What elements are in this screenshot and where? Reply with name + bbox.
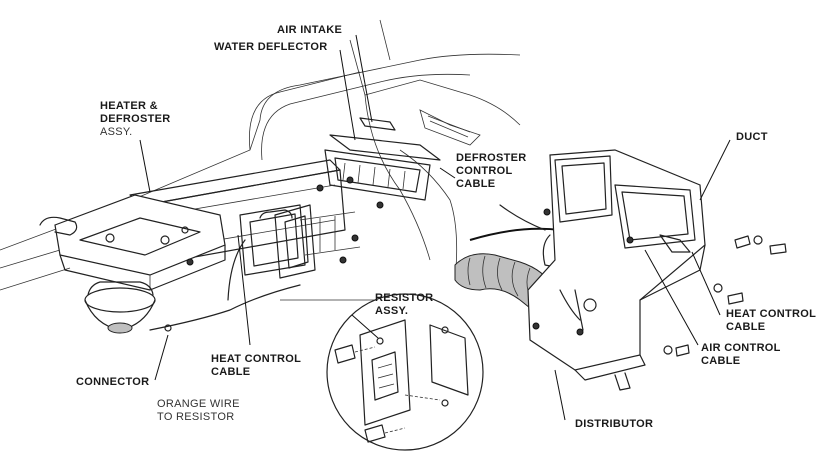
label-defroster-control-line3: CABLE (456, 178, 496, 190)
label-resistor-assy: RESISTOR ASSY. (375, 292, 433, 318)
label-duct-text: DUCT (736, 131, 768, 143)
label-heater-defroster-line3: ASSY. (100, 126, 133, 138)
label-heat-control-cable-right: HEAT CONTROL CABLE (726, 308, 816, 334)
label-defroster-control-line1: DEFROSTER (456, 152, 527, 164)
label-connector-text: CONNECTOR (76, 376, 150, 388)
label-heater-defroster-line1: HEATER & (100, 100, 158, 112)
label-heat-control-cable-left: HEAT CONTROL CABLE (211, 353, 301, 379)
label-air-intake: AIR INTAKE (277, 24, 342, 37)
label-defroster-control-cable: DEFROSTER CONTROL CABLE (456, 152, 527, 191)
label-air-intake-text: AIR INTAKE (277, 24, 343, 36)
label-distributor-text: DISTRIBUTOR (575, 418, 654, 430)
label-connector: CONNECTOR (76, 376, 149, 389)
air-intake-grille (324, 117, 441, 201)
label-air-control-line1: AIR CONTROL (701, 342, 781, 354)
label-heat-control-right-line2: CABLE (726, 321, 766, 333)
label-duct: DUCT (736, 131, 768, 144)
fasteners (532, 235, 787, 357)
label-orange-wire-line2: TO RESISTOR (157, 411, 235, 423)
label-water-deflector-text: WATER DEFLECTOR (214, 41, 328, 53)
label-heater-defroster-assy: HEATER & DEFROSTER ASSY. (100, 100, 171, 139)
label-orange-wire: ORANGE WIRE TO RESISTOR (157, 398, 240, 424)
label-resistor-line2: ASSY. (375, 305, 409, 317)
resistor-detail-inset (326, 293, 484, 451)
leader-lines (139, 34, 731, 421)
vehicle-body-outline (0, 19, 521, 331)
heater-defroster-assembly (39, 159, 384, 334)
label-heater-defroster-line2: DEFROSTER (100, 113, 171, 125)
heat-control-cable-left (149, 239, 301, 332)
label-heat-control-right-line1: HEAT CONTROL (726, 308, 817, 320)
label-heat-control-left-line2: CABLE (211, 366, 251, 378)
label-resistor-line1: RESISTOR (375, 292, 434, 304)
label-water-deflector: WATER DEFLECTOR (214, 41, 327, 54)
label-air-control-cable: AIR CONTROL CABLE (701, 342, 781, 368)
label-heat-control-left-line1: HEAT CONTROL (211, 353, 302, 365)
label-air-control-line2: CABLE (701, 355, 741, 367)
label-distributor: DISTRIBUTOR (575, 418, 653, 431)
duct-distributor (527, 149, 706, 391)
label-defroster-control-line2: CONTROL (456, 165, 513, 177)
label-orange-wire-line1: ORANGE WIRE (157, 398, 240, 410)
